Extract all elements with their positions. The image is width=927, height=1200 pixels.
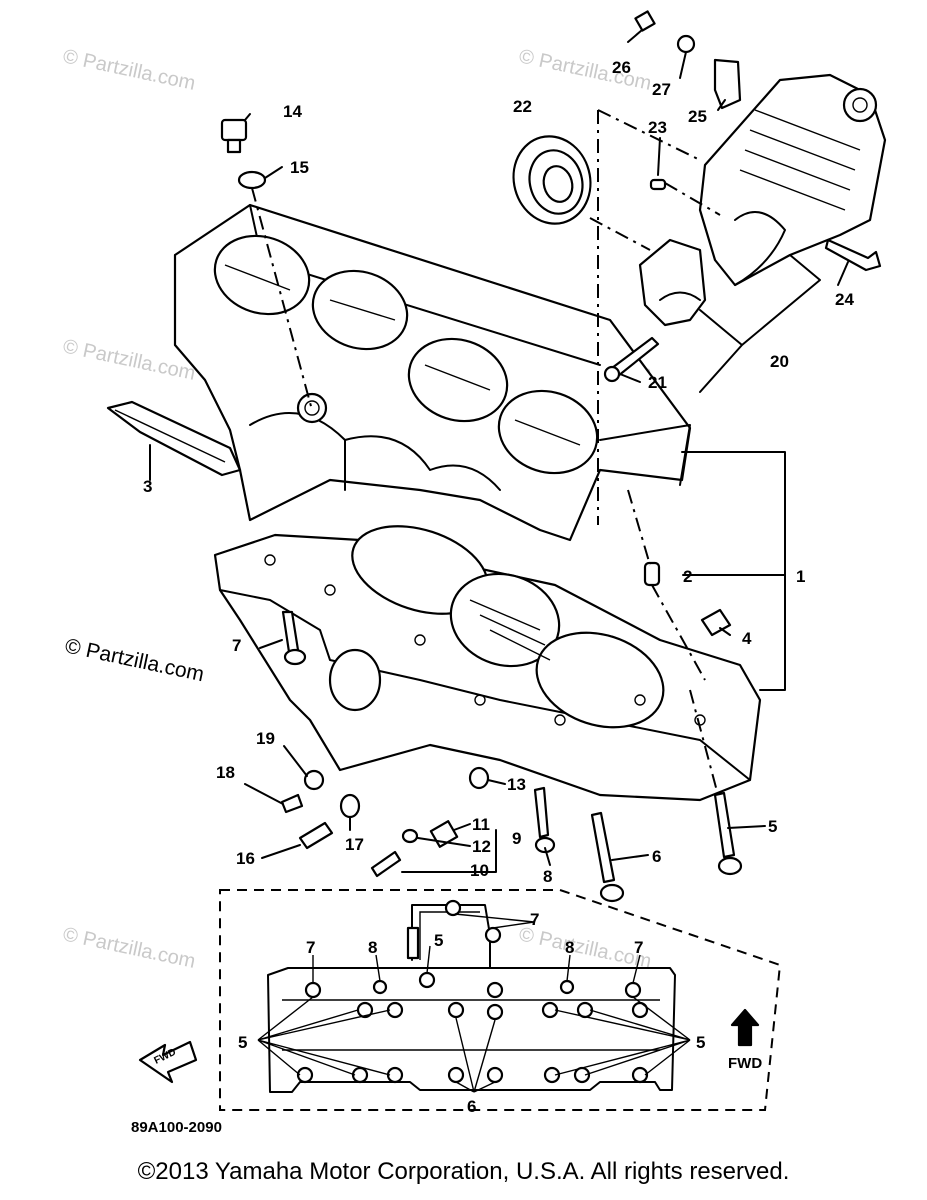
callout-23: 23	[648, 118, 667, 137]
callout-6: 6	[652, 847, 661, 866]
bolt-part-8	[533, 786, 550, 839]
watermark: © Partzilla.com	[517, 923, 653, 973]
cover-assembly	[698, 73, 887, 287]
washer-part-17	[339, 793, 361, 819]
callout-11: 11	[472, 815, 490, 834]
drawing-code: 89A100-2090	[131, 1119, 222, 1136]
watermark: © Partzilla.com	[61, 45, 197, 95]
bolt-part-5	[713, 791, 736, 859]
inset-bolt-pattern: FWD FWD	[138, 889, 782, 1111]
callout-12: 12	[472, 837, 491, 856]
o-ring-part-12	[401, 828, 419, 844]
copyright-notice: ©2013 Yamaha Motor Corporation, U.S.A. A…	[137, 1158, 790, 1185]
callout-8: 8	[565, 938, 574, 957]
fwd-arrow-up-icon	[730, 1008, 760, 1047]
washer-part-19	[303, 769, 325, 791]
callout-15: 15	[290, 158, 309, 177]
callout-25: 25	[688, 107, 707, 126]
callout-6: 6	[467, 1097, 476, 1116]
callout-27: 27	[652, 80, 671, 99]
dowel-part-23	[649, 178, 667, 191]
callout-7: 7	[530, 910, 539, 929]
bearing-part-22	[512, 135, 592, 225]
callout-22: 22	[513, 97, 532, 116]
callout-5: 5	[434, 931, 443, 950]
callout-17: 17	[345, 835, 364, 854]
nozzle-part-10	[370, 850, 402, 878]
callout-18: 18	[216, 763, 235, 782]
watermark-prominent: © Partzilla.com	[63, 634, 206, 686]
callout-13: 13	[507, 775, 526, 794]
drain-plug-part-14	[220, 118, 248, 142]
callout-7: 7	[306, 938, 315, 957]
lower-crankcase	[213, 525, 762, 802]
washer-part-13	[468, 766, 490, 790]
callout-5: 5	[768, 817, 777, 836]
upper-crankcase	[173, 203, 692, 542]
bearing-cap-part-20	[638, 238, 707, 327]
callout-7: 7	[232, 636, 241, 655]
callout-5: 5	[696, 1033, 705, 1052]
callout-10: 10	[470, 861, 489, 880]
callout-16: 16	[236, 849, 255, 868]
crankcase-port	[328, 648, 382, 712]
callout-20: 20	[770, 352, 789, 371]
callout-8: 8	[368, 938, 377, 957]
nut-part-27	[676, 34, 696, 54]
bracket-part-25	[713, 58, 742, 110]
bolt-part-18	[280, 793, 304, 814]
fwd-arrow-left-icon: FWD	[138, 1040, 198, 1084]
bolt-part-24	[824, 238, 882, 272]
callout-4: 4	[742, 629, 752, 648]
callout-26: 26	[612, 58, 631, 77]
fwd-label: FWD	[728, 1055, 762, 1072]
watermark: © Partzilla.com	[61, 923, 197, 973]
callout-19: 19	[256, 729, 275, 748]
plug-part-4	[700, 608, 732, 637]
bolt-part-16	[298, 821, 334, 850]
bolt-positions	[296, 899, 649, 1084]
washer-part-15	[237, 170, 267, 190]
crankcase-exploded-diagram: © Partzilla.com © Partzilla.com © Partzi…	[61, 10, 887, 1136]
callout-14: 14	[283, 102, 302, 121]
leader-lines	[149, 29, 849, 873]
callout-24: 24	[835, 290, 854, 309]
callout-labels: 1 2 3 4 5 5 5 5 6 6 7 7 7 7 8 8 8 9 10 1…	[143, 58, 854, 1116]
callout-3: 3	[143, 477, 152, 496]
sealant-strip-part-3	[106, 400, 242, 477]
callout-1: 1	[796, 567, 805, 586]
callout-9: 9	[512, 829, 521, 848]
watermark: © Partzilla.com	[517, 45, 653, 95]
bolt-part-6	[590, 811, 616, 884]
callout-7: 7	[634, 938, 643, 957]
bolt-part-26	[634, 10, 656, 32]
dowel-part-2	[643, 561, 661, 587]
callout-5: 5	[238, 1033, 247, 1052]
callout-21: 21	[648, 373, 667, 392]
callout-2: 2	[683, 567, 692, 586]
hardware	[220, 10, 882, 903]
callout-8: 8	[543, 867, 552, 886]
